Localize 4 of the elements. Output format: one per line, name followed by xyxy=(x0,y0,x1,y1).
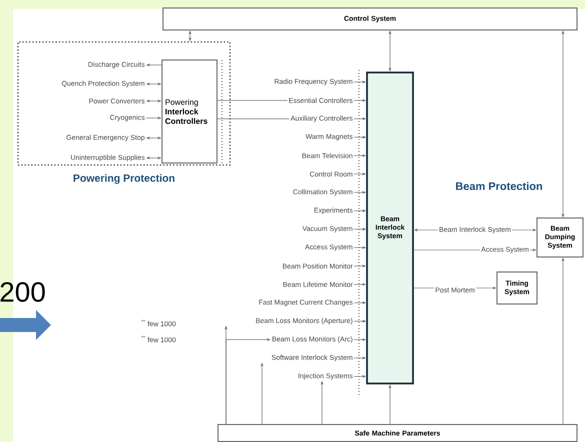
section-heading: Beam Protection xyxy=(456,182,542,190)
node-label: Powering Protection xyxy=(74,174,174,184)
controller-box: Powering Interlock Controllers xyxy=(162,60,218,164)
large-number: 200 xyxy=(0,282,45,302)
